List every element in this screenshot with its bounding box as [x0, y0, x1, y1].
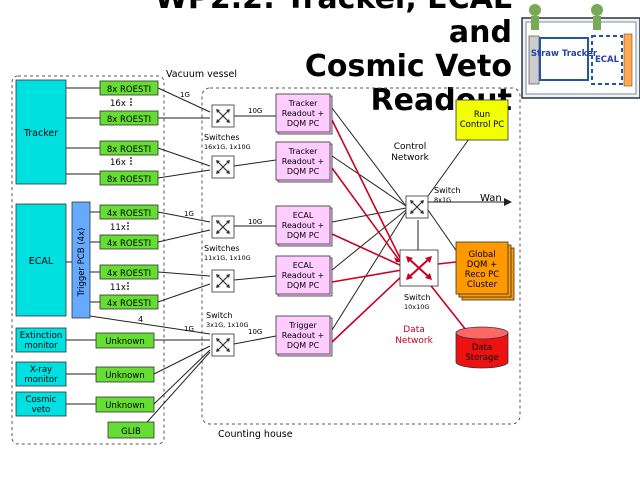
roesti-box — [99, 110, 159, 126]
roesti-label: 8x ROESTI — [107, 145, 151, 155]
roesti-column: 8x ROESTI 8x ROESTI 8x ROESTI 8x ROESTI … — [95, 80, 159, 439]
speed-label-10g: 10G — [248, 328, 262, 336]
multiplicity-label: 16x — [110, 99, 126, 109]
multiplicity-label: 11x — [110, 283, 126, 293]
ecal-label: ECAL — [29, 256, 54, 267]
unknown-box — [95, 396, 155, 413]
pc-box — [275, 141, 331, 181]
roesti-label: 4x ROESTI — [107, 209, 151, 219]
speed-label-1g: 1G — [184, 325, 194, 333]
vacuum-vessel-boundary — [11, 75, 165, 445]
counting-house-label: Counting house — [218, 429, 293, 440]
unknown-label: Unknown — [105, 401, 144, 411]
pc-box — [275, 93, 331, 133]
roesti-label: 8x ROESTI — [107, 115, 151, 125]
roesti-box — [99, 264, 159, 280]
cosmic-veto — [15, 391, 67, 417]
roesti-label: 8x ROESTI — [107, 85, 151, 95]
glib-label: GLIB — [121, 427, 141, 437]
four-label: 4 — [138, 315, 143, 324]
glib-box — [107, 421, 155, 439]
roesti-box — [99, 204, 159, 220]
unknown-box — [95, 366, 155, 383]
tracker-label: Tracker — [23, 128, 58, 139]
tracker-detector — [15, 79, 67, 185]
roesti-box — [99, 140, 159, 156]
title-line-1: WP2.2: Tracker, ECAL and — [155, 0, 512, 50]
roesti-box — [99, 80, 159, 96]
trigger-pcb — [71, 201, 91, 319]
black-links — [66, 87, 504, 431]
pc-box — [275, 255, 331, 295]
multiplicity-label: 11x — [110, 223, 126, 233]
roesti-box — [99, 234, 159, 250]
roesti-box — [99, 294, 159, 310]
extinction-monitor — [15, 327, 67, 353]
wan-arrow — [504, 198, 512, 206]
trigger-pcb-label: Trigger PCB (4x) — [77, 228, 87, 298]
roesti-box — [99, 170, 159, 186]
data-switch-icon — [407, 257, 431, 279]
wan-label: Wan — [480, 193, 502, 204]
speed-label-1g: 1G — [180, 91, 190, 99]
unknown-box — [95, 332, 155, 349]
xray-monitor — [15, 361, 67, 387]
red-links — [331, 119, 467, 343]
roesti-label: 4x ROESTI — [107, 299, 151, 309]
multiplicity-label: 16x — [110, 158, 126, 168]
roesti-label: 4x ROESTI — [107, 269, 151, 279]
pc-box — [275, 315, 331, 355]
title-line-2: Cosmic Veto — [304, 49, 512, 84]
run-control-pc — [455, 99, 509, 141]
multiplicity-dots — [127, 98, 132, 290]
roesti-label: 8x ROESTI — [107, 175, 151, 185]
speed-label-1g: 1G — [184, 210, 194, 218]
counting-house-boundary — [201, 87, 521, 425]
pc-box — [275, 205, 331, 245]
unknown-label: Unknown — [105, 337, 144, 347]
roesti-label: 4x ROESTI — [107, 239, 151, 249]
speed-label-10g: 10G — [248, 218, 262, 226]
ecal-detector — [15, 203, 67, 317]
detector-inset: Straw Tracker ECAL — [521, 4, 640, 99]
inset-ecal: ECAL — [595, 55, 620, 65]
speed-label-10g: 10G — [248, 107, 262, 115]
vacuum-vessel-label: Vacuum vessel — [166, 69, 237, 80]
unknown-label: Unknown — [105, 371, 144, 381]
inset-straw-tracker: Straw Tracker — [531, 49, 598, 59]
